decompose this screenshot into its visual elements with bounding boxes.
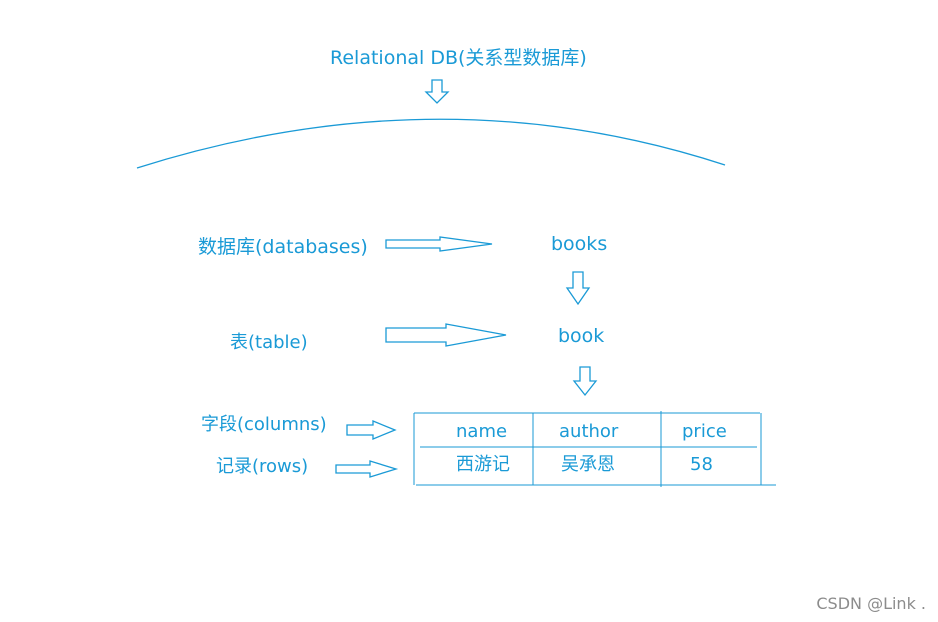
label-rows: 记录(rows) xyxy=(216,456,309,477)
table-header-author: author xyxy=(559,421,619,442)
table-cell-author: 吴承恩 xyxy=(561,454,615,475)
example-database-books: books xyxy=(551,233,608,255)
label-columns: 字段(columns) xyxy=(201,414,327,435)
down-arrow-books xyxy=(565,271,591,306)
right-arrow-databases xyxy=(385,236,493,252)
table-cell-name: 西游记 xyxy=(456,454,510,475)
table-header-price: price xyxy=(682,421,727,442)
example-table-book: book xyxy=(558,325,605,347)
table-grid xyxy=(413,411,776,487)
table-cell-price: 58 xyxy=(690,454,713,475)
watermark: CSDN @Link . xyxy=(816,594,926,613)
label-databases: 数据库(databases) xyxy=(198,236,368,258)
right-arrow-columns xyxy=(346,420,397,440)
right-arrow-rows xyxy=(335,460,399,478)
table-header-name: name xyxy=(456,421,508,442)
diagram-title: Relational DB(关系型数据库) xyxy=(330,47,587,69)
umbrella-curve xyxy=(136,118,726,169)
down-arrow-title xyxy=(424,79,450,104)
right-arrow-table xyxy=(385,323,507,347)
down-arrow-book xyxy=(572,366,598,397)
label-table: 表(table) xyxy=(230,332,308,353)
